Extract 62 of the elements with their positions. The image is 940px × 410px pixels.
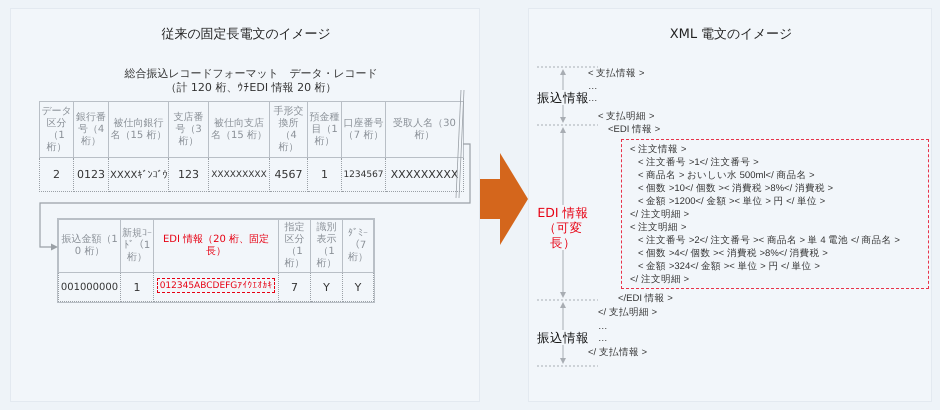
code-line: < 注文明細 > [630,221,686,234]
code-line: < 支払情報 > [588,67,644,80]
table-cell: 0123 [74,158,108,192]
table-cell: 1 [308,158,342,192]
column-header: 銀行番号（4 桁） [74,102,108,158]
panel [528,8,932,402]
column-header: 預金種目（1 桁） [308,102,342,158]
column-header: EDI 情報（20 桁、固定長） [154,220,278,272]
code-line: < 商品名 > おいしい水 500ml</ 商品名 > [638,169,815,182]
code-line: < 注文情報 > [630,143,686,156]
column-header: 被仕向銀行名（15 桁） [108,102,168,158]
table-cell: 2 [40,158,74,192]
column-header: ﾀﾞﾐｰ（7 桁） [342,220,374,272]
table-title: （計 120 桁、ｳﾁEDI 情報 20 桁） [164,81,338,95]
connector-arrow [39,143,471,250]
code-line: </ 支払明細 > [598,306,658,319]
column-header: 振込金額（10 桁） [58,220,120,272]
code-line: < 支払明細 > [598,110,654,123]
table-cell: XXXXｷﾞﾝｺﾞｳ [108,158,168,192]
highlighted-value: 012345ABCDEFGｱｲｳｴｵｶｷ [156,278,276,293]
table-cell: 1 [120,272,154,302]
table-title: 総合振込レコードフォーマット データ・レコード [124,67,378,81]
code-line: </ 注文明細 > [630,208,690,221]
code-line: < 金額 >324</ 金額 >< 単位 > 円 </ 単位 > [638,260,820,273]
code-line: < 注文番号 >1</ 注文番号 > [638,156,759,169]
column-header: 口座番号（7 桁） [342,102,386,158]
table-cell: 123 [168,158,208,192]
code-line: … [588,80,598,93]
block-arrow [480,153,528,245]
panel-heading: 従来の固定長電文のイメージ [160,26,332,43]
table-cell: XXXXXXXXX [386,158,464,192]
code-line: </EDI 情報 > [618,292,673,305]
column-header: 指定区分（1 桁） [278,220,310,272]
code-line: < 金額 >1200</ 金額 >< 単位 > 円 </ 単位 > [638,195,826,208]
table-cell: 7 [278,272,310,302]
code-line: … [588,92,598,105]
column-header: 手形交換所（4 桁） [270,102,308,158]
side-label: 振込情報 [537,90,589,105]
code-line: </ 支払情報 > [588,346,648,359]
code-line: < 個数 >4</ 個数 >< 消費税 >8%</ 消費税 > [638,247,828,260]
column-header: 識別表示（1 桁） [310,220,342,272]
code-line: </ 注文明細 > [630,273,690,286]
column-header: 受取人名（30 桁） [386,102,464,158]
code-line: … [598,320,608,333]
panel [10,8,480,402]
column-header: 新規ｺｰﾄﾞ（1 桁） [120,220,154,272]
table-cell: Y [310,272,342,302]
code-line: < 注文番号 >2</ 注文番号 >< 商品名 > 単 4 電池 </ 商品名 > [638,234,900,247]
table-cell: 001000000 [58,272,120,302]
code-line: < 個数 >10</ 個数 >< 消費税 >8%</ 消費税 > [638,182,834,195]
column-header: 支店番号（3 桁） [168,102,208,158]
code-line: <EDI 情報 > [608,123,660,136]
column-header: データ区分（1 桁） [40,102,74,158]
table-cell: 1234567 [342,158,386,192]
side-label: 振込情報 [537,330,589,345]
code-block [621,139,929,289]
column-header: 被仕向支店名（15 桁） [208,102,270,158]
panel-heading: XML 電文のイメージ [668,26,794,43]
table-cell: 4567 [270,158,308,192]
table-cell: Y [342,272,374,302]
code-line: … [598,332,608,345]
table-cell: XXXXXXXXX [208,158,270,192]
